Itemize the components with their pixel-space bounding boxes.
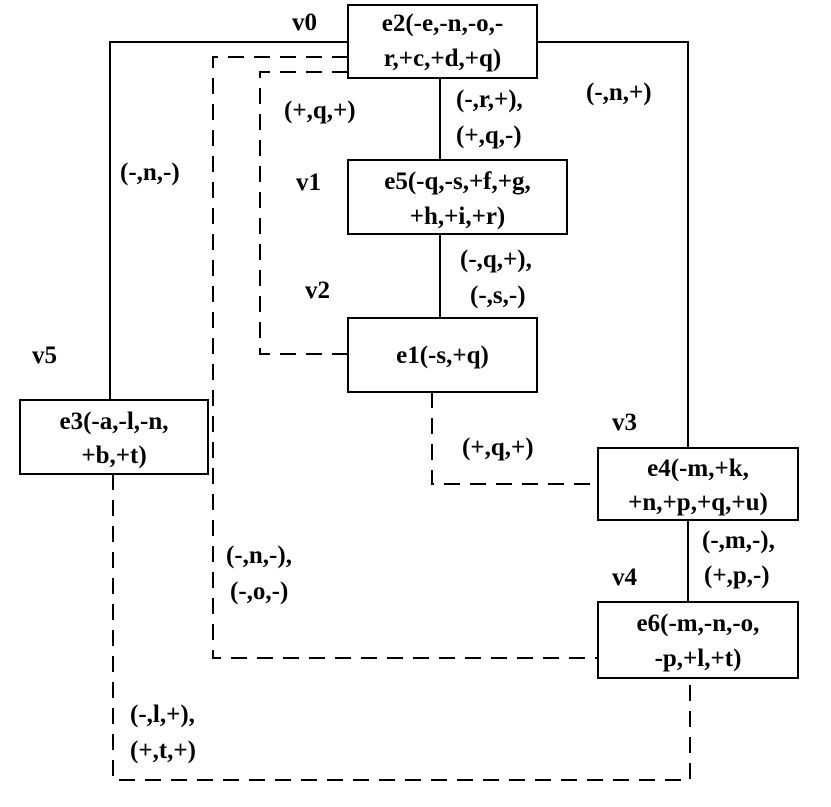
node-v1: e5(-q,-s,+f,+g, +h,+i,+r) <box>347 159 568 235</box>
node-v4-box <box>597 601 799 679</box>
edge-v0-v5 <box>109 41 348 400</box>
edge-v0-v3 <box>537 41 689 448</box>
node-v3-line-2: +n,+p,+q,+u) <box>628 489 768 516</box>
edge-label-v0-v1-line-2: (+,q,-) <box>456 122 522 149</box>
edge-label-v5-v4-line-2: (+,t,+) <box>130 737 196 764</box>
edge-label-v0-v5: (-,n,-) <box>120 159 180 186</box>
edge-label-v0-v4-line-1: (-,n,-), <box>226 542 292 569</box>
node-v4-line-1: e6(-m,-n,-o, <box>637 610 760 637</box>
node-v0-line-2: r,+c,+d,+q) <box>384 45 502 72</box>
node-v0-box <box>347 4 538 79</box>
edge-label-v3-v4-line-1: (-,m,-), <box>702 527 775 554</box>
node-v5: e3(-a,-l,-n, +b,+t) <box>19 399 209 475</box>
vertex-label-v0: v0 <box>292 9 317 36</box>
edge-label-v0-v3: (-,n,+) <box>586 79 652 106</box>
edge-label-v1-v2-line-2: (-,s,-) <box>470 282 526 309</box>
node-v2: e1(-s,+q) <box>347 317 538 393</box>
edge-label-v0-v2: (+,q,+) <box>284 97 356 124</box>
vertex-label-v5: v5 <box>32 342 57 369</box>
node-v1-box <box>347 159 568 235</box>
node-v5-line-1: e3(-a,-l,-n, <box>60 408 169 435</box>
vertex-label-v4: v4 <box>612 564 638 591</box>
node-v3-box <box>597 447 799 521</box>
vertex-label-v2: v2 <box>305 277 330 304</box>
edge-label-v1-v2-line-1: (-,q,+), <box>460 246 532 273</box>
node-v5-box <box>19 399 209 475</box>
node-v2-line-1: e1(-s,+q) <box>396 342 489 369</box>
node-v0-line-1: e2(-e,-n,-o,- <box>382 10 503 37</box>
node-v4: e6(-m,-n,-o, -p,+l,+t) <box>597 601 799 679</box>
edge-label-v0-v4-line-2: (-,o,-) <box>230 578 288 605</box>
node-v0: e2(-e,-n,-o,- r,+c,+d,+q) <box>347 4 538 79</box>
edge-v0-v4 <box>212 56 598 659</box>
edge-label-v3-v4-line-2: (+,p,-) <box>704 562 770 589</box>
node-v5-line-2: +b,+t) <box>81 442 146 469</box>
edge-v2-v3 <box>431 392 598 485</box>
node-v4-line-2: -p,+l,+t) <box>655 645 742 672</box>
node-v1-line-2: +h,+i,+r) <box>410 203 506 230</box>
edge-label-v2-v3: (+,q,+) <box>462 434 534 461</box>
edge-label-v0-v1-line-1: (-,r,+), <box>456 86 523 113</box>
edge-label-v5-v4-line-1: (-,l,+), <box>130 701 195 728</box>
node-v1-line-1: e5(-q,-s,+f,+g, <box>384 168 531 195</box>
node-v3-line-1: e4(-m,+k, <box>647 455 749 482</box>
vertex-label-v3: v3 <box>612 409 637 436</box>
vertex-label-v1: v1 <box>296 169 321 196</box>
node-v2-box <box>347 317 538 393</box>
node-v3: e4(-m,+k, +n,+p,+q,+u) <box>597 447 799 521</box>
